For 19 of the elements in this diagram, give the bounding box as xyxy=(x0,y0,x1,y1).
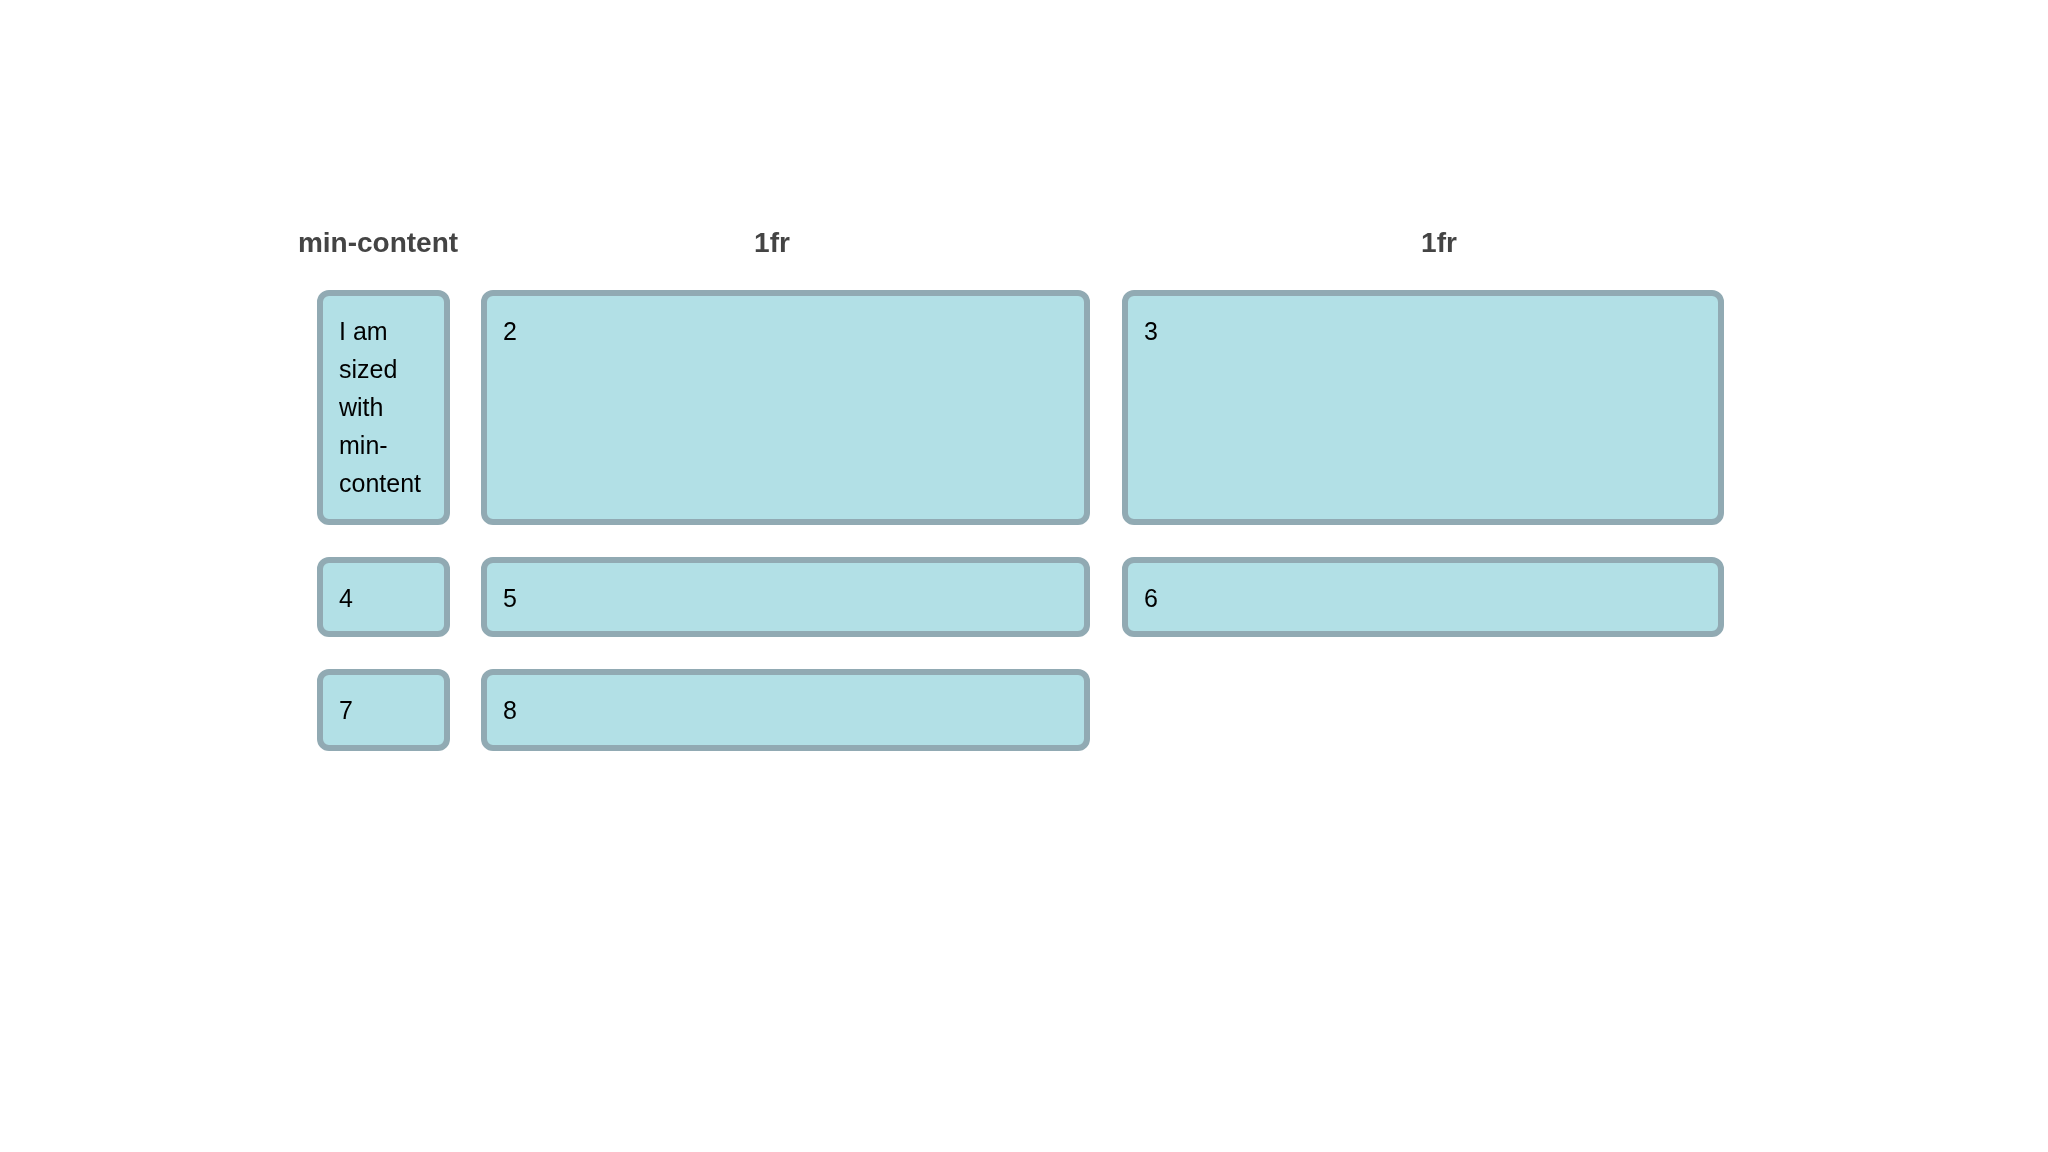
column-size-label: min-content xyxy=(297,226,459,260)
item-text: 4 xyxy=(339,583,354,614)
column-size-label: 1fr xyxy=(1421,226,1457,260)
item-text: 7 xyxy=(339,695,354,726)
item-text: 5 xyxy=(503,583,518,614)
item-text: 2 xyxy=(503,316,518,347)
grid-item-box xyxy=(1122,557,1724,637)
grid-item-box xyxy=(317,557,450,637)
item-text: 8 xyxy=(503,695,518,726)
grid-item-box xyxy=(317,669,450,751)
grid-item-box xyxy=(481,669,1090,751)
grid-item-box xyxy=(481,290,1090,525)
item-text: 3 xyxy=(1144,316,1159,347)
grid-item-box xyxy=(1122,290,1724,525)
item-text: 6 xyxy=(1144,583,1159,614)
grid-item-box xyxy=(481,557,1090,637)
column-size-label: 1fr xyxy=(754,226,790,260)
grid-item-box xyxy=(317,290,450,525)
item-text: I am sized with min-content xyxy=(339,316,422,499)
